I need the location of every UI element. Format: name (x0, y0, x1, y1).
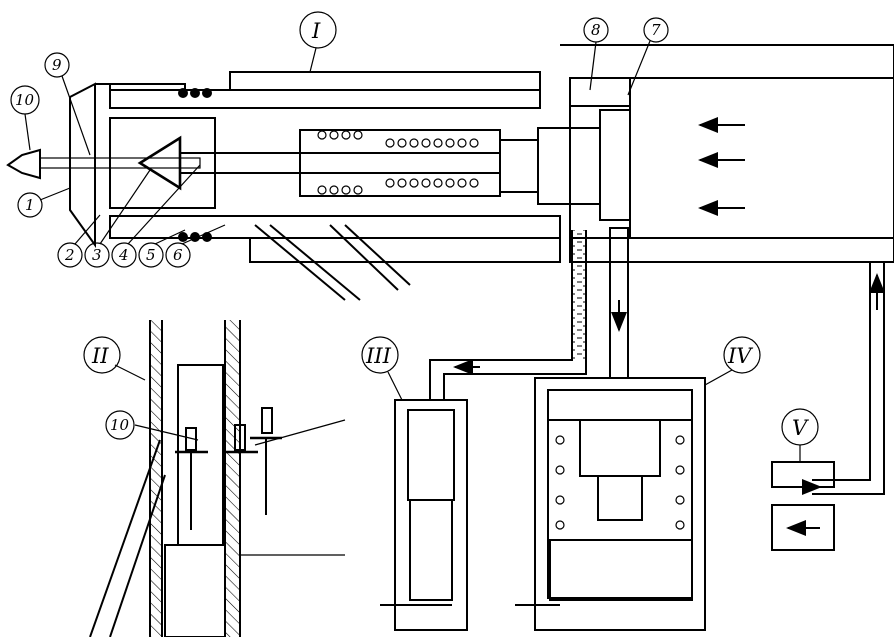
label-7: 7 (627, 17, 669, 96)
svg-text:2: 2 (64, 246, 75, 264)
intensifier-view (515, 377, 706, 631)
handle-lines (254, 224, 411, 301)
view-label-I: I (299, 11, 337, 73)
svg-text:9: 9 (52, 56, 62, 74)
svg-text:V: V (792, 416, 809, 440)
svg-text:8: 8 (591, 21, 601, 39)
rivet-shapes (175, 407, 282, 530)
hydraulic-cylinder (560, 44, 894, 263)
label-1: 1 (17, 187, 71, 218)
label-3: 3 (84, 169, 151, 268)
label-9: 9 (44, 52, 91, 156)
spring-coils-iv (555, 435, 685, 530)
hydraulic-lines (429, 227, 885, 495)
svg-text:III: III (365, 344, 392, 368)
view-label-IV: IV (704, 336, 761, 386)
label-5: 5 (138, 229, 186, 268)
svg-text:6: 6 (173, 246, 183, 264)
seal-rings (178, 88, 212, 242)
svg-text:7: 7 (651, 21, 661, 39)
label-4: 4 (111, 164, 201, 268)
svg-text:IV: IV (727, 344, 753, 368)
spring-coils (317, 130, 479, 195)
svg-text:10: 10 (15, 91, 35, 109)
view-label-II: II (83, 336, 146, 381)
svg-text:I: I (311, 19, 321, 43)
svg-text:4: 4 (118, 246, 129, 264)
label-8: 8 (583, 17, 609, 91)
svg-text:5: 5 (146, 246, 156, 264)
label-10: 10 (10, 85, 40, 151)
reservoir-view (380, 399, 468, 631)
svg-text:1: 1 (25, 196, 35, 214)
part-labels: 1 2 3 4 5 6 7 8 9 10 10 (6, 17, 669, 440)
view-label-III: III (361, 336, 403, 401)
label-6: 6 (165, 224, 226, 268)
svg-text:3: 3 (92, 246, 102, 264)
svg-text:10: 10 (110, 416, 130, 434)
label-2: 2 (57, 214, 101, 268)
tool-body-section (39, 71, 631, 263)
valve-view (771, 461, 835, 551)
svg-text:II: II (91, 344, 109, 368)
label-10-detail: 10 (105, 410, 135, 440)
view-labels: I II III IV V (83, 11, 819, 462)
view-label-V: V (781, 408, 819, 462)
rivet-detail-view (89, 320, 346, 637)
